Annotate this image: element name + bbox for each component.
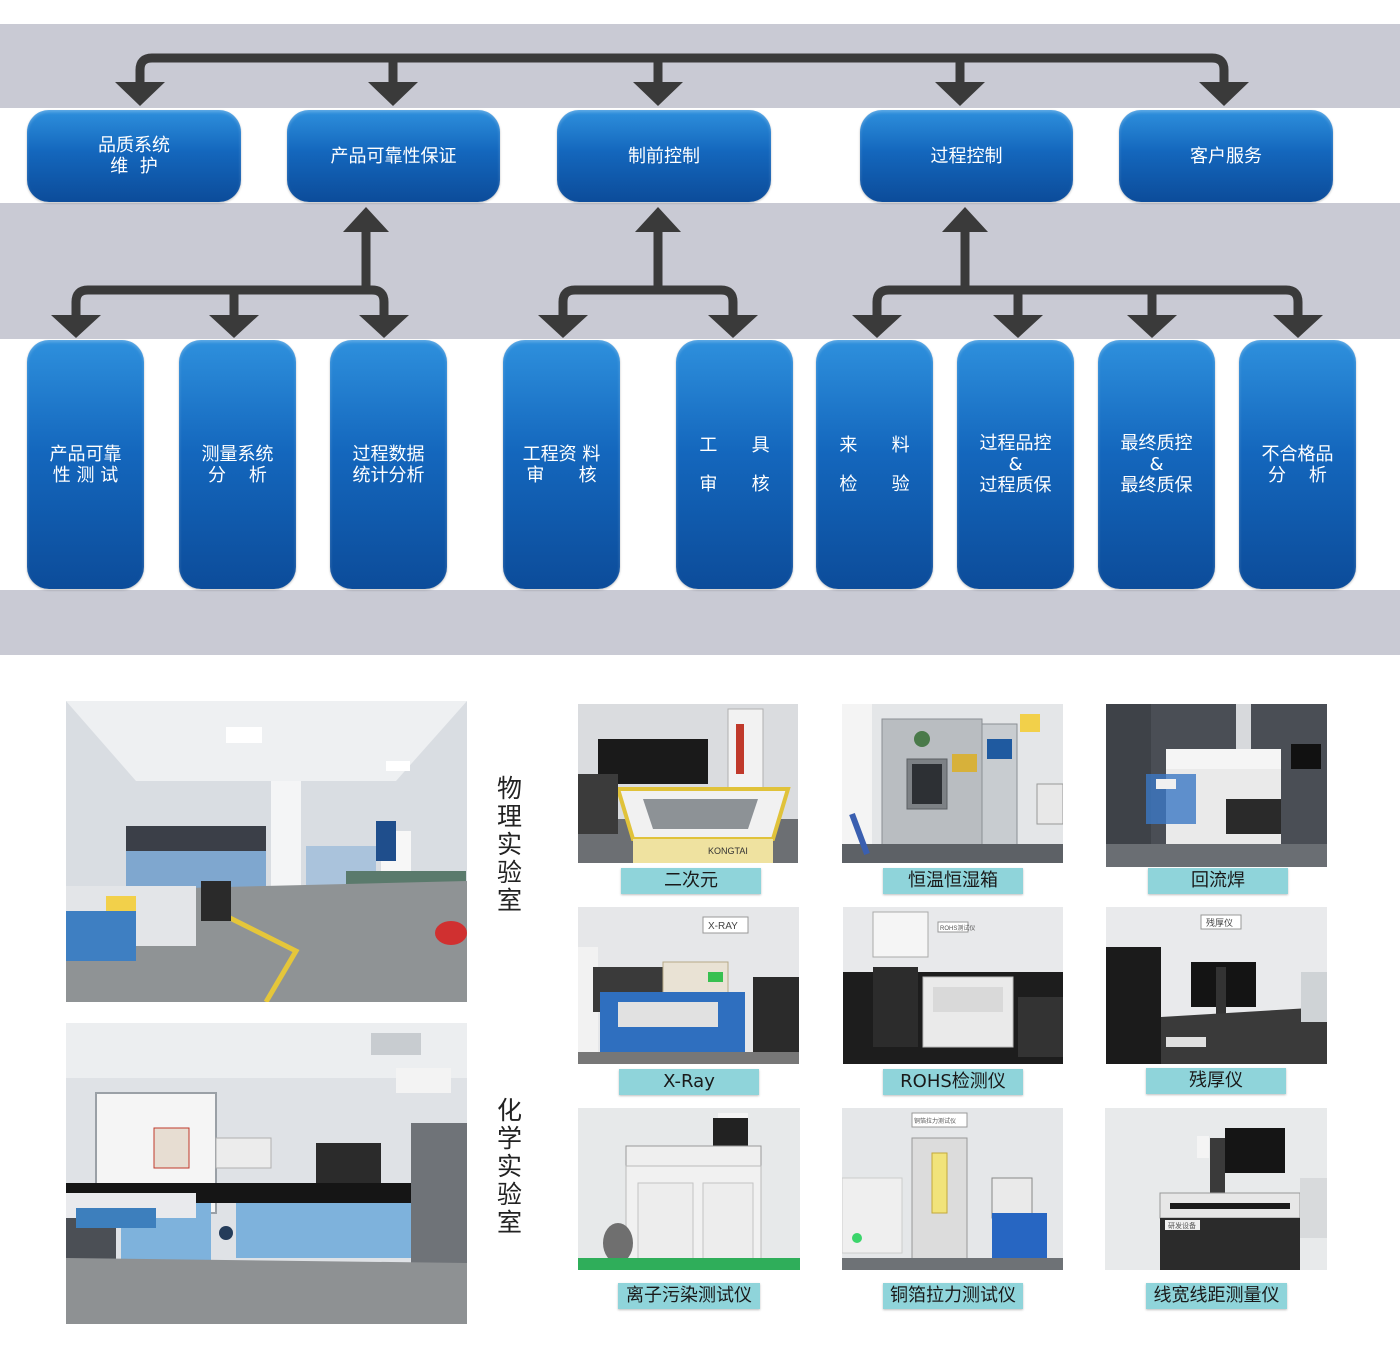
- group2-connector: [558, 285, 738, 315]
- reflow-oven-photo: [1106, 704, 1327, 867]
- arrow-down-b4: [538, 315, 588, 338]
- caption-xray: X-Ray: [619, 1069, 759, 1095]
- node-line: 产品可靠性保证: [330, 145, 457, 167]
- node-line: &: [1008, 454, 1023, 475]
- xray-sign-text: X-RAY: [708, 921, 738, 932]
- node-line: 审 核: [526, 464, 597, 486]
- node-line: 不合格品: [1261, 443, 1334, 465]
- arrow-down-t5: [1199, 82, 1249, 106]
- caption-line-width: 线宽线距测量仪: [1146, 1283, 1287, 1309]
- node-engineering-review: 工程资 料 审 核: [503, 340, 620, 589]
- node-line: 来 料: [839, 434, 910, 456]
- arrow-down-t4: [935, 82, 985, 106]
- chemistry-lab-photo: [66, 1023, 467, 1324]
- node-line: 统计分析: [352, 464, 425, 486]
- arrow-up-t2: [343, 207, 389, 232]
- rohs-sign-text: ROHS测试仪: [940, 924, 975, 932]
- node-nonconformance-analysis: 不合格品 分 析: [1239, 340, 1356, 589]
- node-reliability-assurance: 产品可靠性保证: [287, 110, 500, 202]
- thickness-gauge-photo: 残厚仪: [1106, 907, 1327, 1064]
- node-line: 品质系统: [98, 135, 170, 156]
- arrow-down-b7: [993, 315, 1043, 338]
- node-line: 最终质控: [1120, 433, 1193, 454]
- caption-peel-tester: 铜箔拉力测试仪: [883, 1283, 1023, 1309]
- header-band: [0, 24, 1400, 108]
- xray-machine-photo: X-RAY: [578, 907, 799, 1064]
- node-line: 测量系统: [201, 443, 274, 465]
- arrow-down-b8: [1127, 315, 1177, 338]
- caption-2d-measuring: 二次元: [621, 868, 761, 894]
- lab-title-text: 化学实验室: [493, 1097, 523, 1237]
- arrow-up-t4: [942, 207, 988, 232]
- line-width-measuring-photo: 研发设备: [1105, 1108, 1327, 1270]
- node-line: 工 具: [699, 434, 770, 456]
- node-customer-service: 客户服务: [1119, 110, 1333, 202]
- arrow-up-t3: [635, 207, 681, 232]
- node-line: 维 护: [110, 156, 158, 177]
- node-line: 过程质保: [979, 475, 1052, 496]
- chemistry-lab-title: 化学实验室: [488, 1097, 528, 1237]
- node-line: &: [1149, 454, 1164, 475]
- thickness-sign-text: 残厚仪: [1206, 917, 1233, 928]
- caption-climate-chamber: 恒温恒湿箱: [883, 868, 1023, 894]
- org-connectors: [51, 53, 1323, 338]
- arrow-down-b6: [852, 315, 902, 338]
- node-line: 性 测 试: [52, 464, 119, 486]
- node-incoming-inspection: 来 料 检 验: [816, 340, 933, 589]
- peel-sign-text: 铜箔拉力测试仪: [914, 1117, 956, 1125]
- node-pre-production-control: 制前控制: [557, 110, 771, 202]
- node-line: 过程品控: [979, 433, 1052, 454]
- node-final-qc-qa: 最终质控 & 最终质保: [1098, 340, 1215, 589]
- rd-equipment-sign-text: 研发设备: [1168, 1221, 1196, 1230]
- node-measurement-system: 测量系统 分 析: [179, 340, 296, 589]
- lab-title-text: 物理实验室: [493, 775, 523, 915]
- node-process-control: 过程控制: [860, 110, 1073, 202]
- node-line: 分 析: [208, 464, 267, 486]
- node-line: 过程数据: [352, 443, 425, 465]
- copper-foil-peel-tester-photo: 铜箔拉力测试仪: [842, 1108, 1063, 1270]
- ion-contamination-tester-photo: [578, 1108, 800, 1270]
- 2d-measuring-machine-photo: KONGTAI: [578, 704, 798, 863]
- node-process-qc-qa: 过程品控 & 过程质保: [957, 340, 1074, 589]
- caption-thickness-gauge: 残厚仪: [1146, 1068, 1286, 1094]
- machine-brand-text: KONGTAI: [708, 846, 748, 856]
- node-line: 制前控制: [628, 145, 700, 167]
- arrow-down-b9: [1273, 315, 1323, 338]
- node-line: 分 析: [1268, 464, 1327, 486]
- node-line: 最终质保: [1120, 475, 1193, 496]
- caption-reflow-oven: 回流焊: [1148, 868, 1288, 894]
- climate-chamber-photo: [842, 704, 1063, 863]
- physics-lab-title: 物理实验室: [488, 775, 528, 915]
- arrow-down-b2: [209, 315, 259, 338]
- node-line: 工程资 料: [522, 443, 601, 465]
- footer-band: [0, 590, 1400, 655]
- rohs-analyzer-photo: ROHS测试仪: [843, 907, 1063, 1064]
- node-line: 检 验: [839, 473, 910, 495]
- node-tool-review: 工 具 审 核: [676, 340, 793, 589]
- arrow-down-b5: [708, 315, 758, 338]
- node-line: 审 核: [699, 473, 770, 495]
- physics-lab-photo: [66, 701, 467, 1002]
- node-line: 过程控制: [930, 145, 1003, 167]
- node-line: 产品可靠: [49, 443, 122, 465]
- arrow-down-t3: [633, 82, 683, 106]
- node-quality-system: 品质系统 维 护: [27, 110, 241, 202]
- caption-ion-contamination: 离子污染测试仪: [618, 1283, 760, 1309]
- node-reliability-test: 产品可靠 性 测 试: [27, 340, 144, 589]
- caption-rohs: ROHS检测仪: [883, 1069, 1023, 1095]
- arrow-down-t1: [115, 82, 165, 106]
- top-connector-line: [135, 53, 1229, 82]
- node-process-statistics: 过程数据 统计分析: [330, 340, 447, 589]
- group3-connector: [872, 285, 1303, 315]
- arrow-down-t2: [368, 82, 418, 106]
- arrow-down-b3: [359, 315, 409, 338]
- node-line: 客户服务: [1190, 145, 1262, 167]
- arrow-down-b1: [51, 315, 101, 338]
